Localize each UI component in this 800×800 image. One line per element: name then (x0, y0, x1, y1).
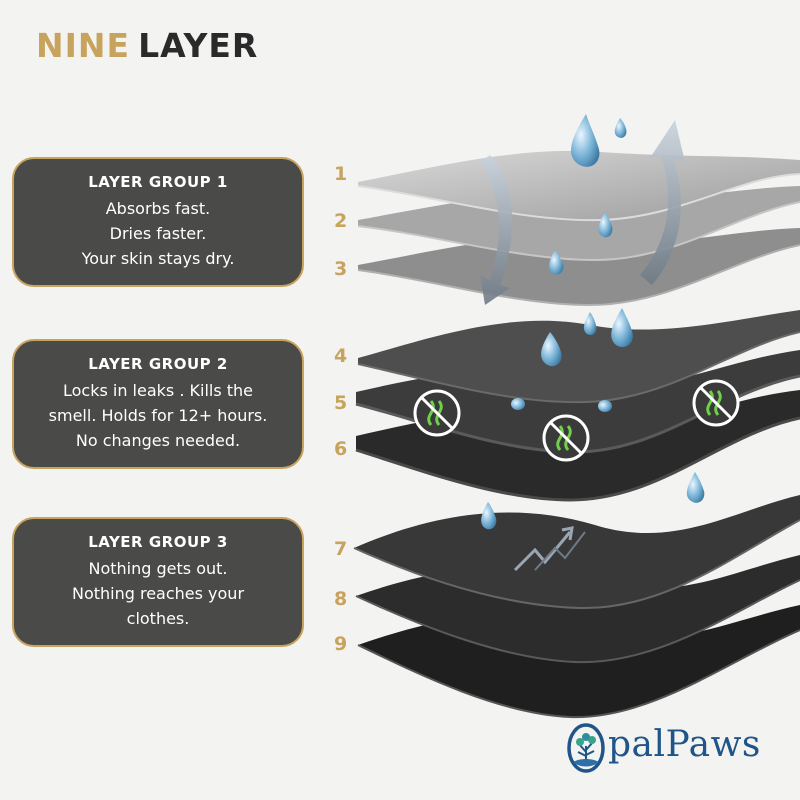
layer-group-2-heading: LAYER GROUP 2 (88, 355, 228, 373)
water-drop-icon-9 (511, 398, 525, 410)
layer-group-1-card: LAYER GROUP 1 Absorbs fast. Dries faster… (12, 157, 304, 287)
water-drop-icon-10 (598, 400, 612, 412)
odor-block-icon-2 (542, 414, 590, 462)
layer-group-3-line-2: Nothing reaches your (71, 584, 245, 603)
layer-sheet-8-edge (355, 579, 800, 664)
layer-number-2: 2 (334, 210, 348, 232)
layer-sheet-3 (358, 228, 800, 305)
layer-number-6: 6 (334, 438, 348, 460)
layer-number-3: 3 (334, 258, 348, 280)
arrow-down-icon (480, 155, 513, 305)
brand-logo: palPaws (566, 718, 796, 778)
title-word-nine: NINE (36, 26, 131, 65)
layer-group-1-line-3: Your skin stays dry. (81, 249, 235, 268)
layer-group-3-heading: LAYER GROUP 3 (88, 533, 228, 551)
layer-number-1: 1 (334, 163, 348, 185)
water-drop-icon-5 (541, 332, 562, 367)
water-drop-icon-7 (686, 472, 705, 503)
water-drop-icon (571, 114, 600, 167)
layer-group-1-line-2: Dries faster. (109, 224, 207, 243)
layer-sheet-4 (358, 310, 800, 403)
layers-illustration (353, 114, 800, 719)
layer-number-4: 4 (334, 345, 348, 367)
layer-group-3-line-1: Nothing gets out. (88, 559, 228, 578)
layer-sheet-6-edge (355, 416, 800, 502)
layer-sheet-7 (354, 495, 800, 609)
water-drop-icon-3 (549, 250, 564, 275)
water-drop-icon-4 (611, 308, 633, 348)
water-drop-icon-8 (481, 502, 497, 530)
layer-group-1-heading: LAYER GROUP 1 (88, 173, 228, 191)
layer-group-2-line-3: No changes needed. (75, 431, 241, 450)
layer-group-1-line-1: Absorbs fast. (105, 199, 211, 218)
layer-group-2-line-2: smell. Holds for 12+ hours. (48, 406, 268, 425)
layer-group-2-card: LAYER GROUP 2 Locks in leaks . Kills the… (12, 339, 304, 469)
layer-number-7: 7 (334, 538, 348, 560)
layer-group-3-card: LAYER GROUP 3 Nothing gets out. Nothing … (12, 517, 304, 647)
layer-sheet-9-edge (357, 629, 800, 719)
water-drop-icon-2 (598, 212, 613, 238)
odor-block-icon (413, 389, 461, 437)
brand-o-tree-icon (567, 723, 605, 773)
water-drop-icon-6 (583, 312, 597, 335)
layer-number-5: 5 (334, 392, 348, 414)
odor-block-icon-3 (692, 379, 740, 427)
layer-sheet-7-edge (353, 519, 800, 610)
layer-number-9: 9 (334, 633, 348, 655)
arrow-up-icon-small (513, 531, 572, 572)
layer-sheet-3-edge (357, 244, 800, 307)
layer-sheet-2-edge (357, 201, 800, 262)
water-drop-icon-small (614, 118, 627, 138)
arrow-up-icon (640, 120, 685, 285)
layer-sheet-1-edge (357, 173, 800, 222)
layer-number-8: 8 (334, 588, 348, 610)
layer-group-2-line-1: Locks in leaks . Kills the (62, 381, 254, 400)
layer-sheet-4-edge (357, 331, 800, 404)
layer-group-3-line-3: clothes. (126, 609, 190, 628)
brand-name: palPaws (608, 724, 761, 765)
title-word-layer: LAYER (138, 26, 259, 65)
